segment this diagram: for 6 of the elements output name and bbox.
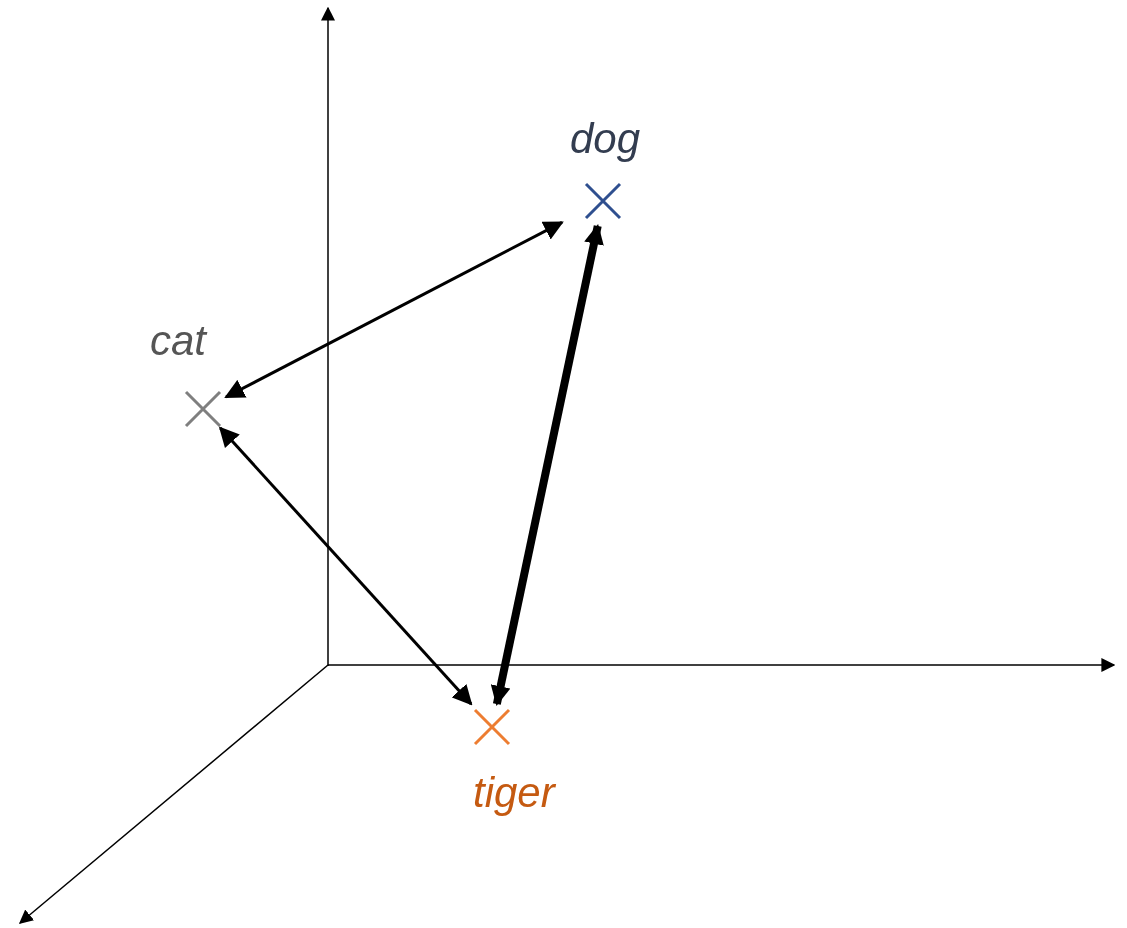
point-label: dog xyxy=(570,116,641,162)
double-arrow xyxy=(490,224,604,706)
point-label: cat xyxy=(150,318,207,364)
double-arrow xyxy=(218,426,473,706)
point-label: tiger xyxy=(473,770,555,816)
double-arrow xyxy=(224,221,564,399)
